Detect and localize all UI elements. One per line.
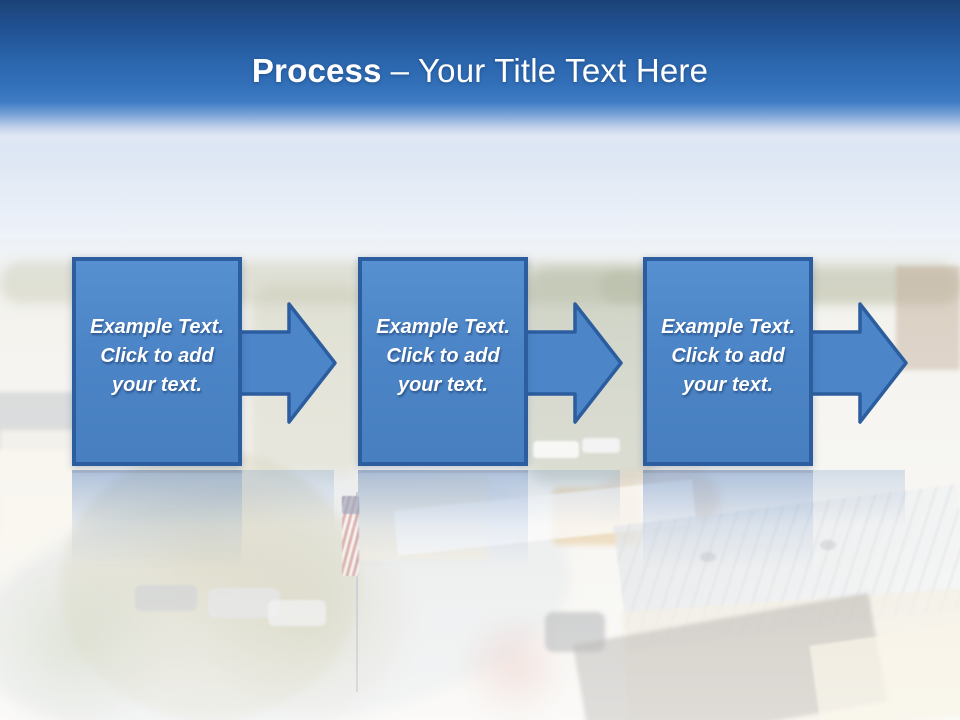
step-reflection (72, 470, 242, 569)
step-text-placeholder: Example Text. Click to add your text. (661, 313, 795, 400)
step-text-line: your text. (111, 374, 202, 396)
process-step-1[interactable]: Example Text. Click to add your text. (72, 257, 242, 466)
right-arrow-icon (807, 302, 908, 424)
title-placeholder-text: – Your Title Text Here (390, 52, 709, 89)
step-text-line: your text. (397, 374, 488, 396)
title-keyword: Process (251, 52, 382, 89)
step-text-line: your text. (682, 374, 773, 396)
arrow-reflection (528, 470, 620, 526)
step-text-placeholder: Example Text. Click to add your text. (90, 313, 224, 400)
step-text-placeholder: Example Text. Click to add your text. (376, 313, 510, 400)
step-text-line: Example Text. (661, 316, 795, 338)
step-reflection (643, 470, 813, 569)
step-reflection (358, 470, 528, 569)
process-step-2[interactable]: Example Text. Click to add your text. (358, 257, 528, 466)
slide-header-band (0, 0, 960, 150)
step-text-line: Example Text. (90, 316, 224, 338)
step-text-line: Click to add (671, 345, 785, 367)
step-text-line: Click to add (100, 345, 214, 367)
process-step-3[interactable]: Example Text. Click to add your text. (643, 257, 813, 466)
right-arrow-icon (522, 302, 623, 424)
arrow-reflection (813, 470, 905, 526)
slide-title[interactable]: Process– Your Title Text Here (0, 52, 960, 90)
right-arrow-icon (236, 302, 337, 424)
step-text-line: Click to add (386, 345, 500, 367)
step-text-line: Example Text. (376, 316, 510, 338)
arrow-reflection (242, 470, 334, 526)
